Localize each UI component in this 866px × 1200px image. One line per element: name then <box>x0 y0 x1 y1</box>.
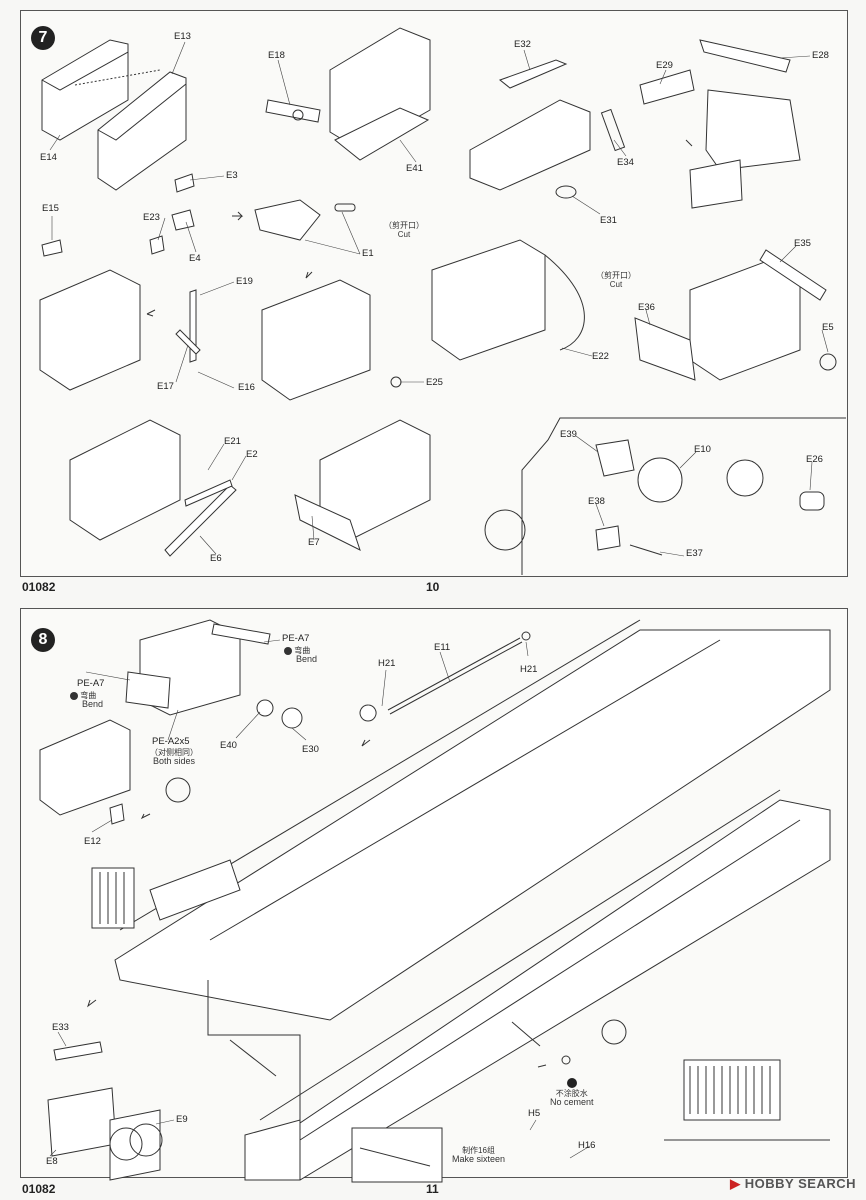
part-label: E23 <box>143 212 160 223</box>
bend-note: 弯曲 Bend <box>284 646 317 664</box>
part-label: E14 <box>40 152 57 163</box>
part-label: E35 <box>794 238 811 249</box>
both-sides-note: （对侧相同） Both sides <box>150 748 198 766</box>
part-label: E39 <box>560 429 577 440</box>
bend-note-2: 弯曲 Bend <box>70 691 103 709</box>
part-label: PE-A7 <box>77 678 105 689</box>
hobbysearch-logo-icon: ▶ <box>730 1176 741 1191</box>
part-label: PE-A7 <box>282 633 310 644</box>
bend-note-cn: 弯曲 <box>294 646 311 655</box>
make-sixteen-note: 制作16组 Make sixteen <box>452 1146 505 1164</box>
part-label: E38 <box>588 496 605 507</box>
step-8-drawings <box>39 619 831 1183</box>
part-label: E37 <box>686 548 703 559</box>
part-label: E21 <box>224 436 241 447</box>
part-label: E41 <box>406 163 423 174</box>
part-label: E18 <box>268 50 285 61</box>
instruction-page-top: 7 <box>20 10 848 594</box>
part-label: E33 <box>52 1022 69 1033</box>
part-label: PE-A2x5 <box>152 736 190 747</box>
bend-icon <box>284 646 292 655</box>
no-cement-cn: 不涂胶水 <box>555 1089 588 1098</box>
part-label: E16 <box>238 382 255 393</box>
no-cement-icon <box>566 1078 577 1088</box>
page-number: 10 <box>426 580 440 594</box>
no-cement-en: No cement <box>550 1097 594 1107</box>
part-label: E31 <box>600 215 617 226</box>
bend-note-cn: 弯曲 <box>80 691 97 700</box>
step-7-drawings <box>39 27 846 575</box>
watermark-text: HOBBY SEARCH <box>744 1176 856 1191</box>
instruction-page-bottom: 8 <box>0 600 866 1200</box>
part-label: E2 <box>246 449 258 460</box>
cut-note-en: Cut <box>397 230 411 239</box>
part-label: E28 <box>812 50 829 61</box>
part-label: E6 <box>210 553 222 564</box>
part-label: E15 <box>42 203 59 214</box>
part-label: E5 <box>822 322 834 333</box>
page-number: 11 <box>426 1182 439 1196</box>
part-label: E3 <box>226 170 238 181</box>
part-label: E34 <box>617 157 634 168</box>
part-label: H5 <box>528 1108 541 1119</box>
part-label: E36 <box>638 302 655 313</box>
part-label: E29 <box>656 60 673 71</box>
part-label: E4 <box>189 253 201 264</box>
part-label: E13 <box>174 31 191 42</box>
no-cement-note: 不涂胶水 No cement <box>550 1078 594 1107</box>
kit-number: 01082 <box>22 580 56 594</box>
step-number-badge: 8 <box>31 628 55 652</box>
part-label: E9 <box>176 1114 188 1125</box>
part-label: E30 <box>302 744 319 755</box>
part-label: E12 <box>84 836 101 847</box>
part-label: H16 <box>578 1140 596 1151</box>
make-sixteen-cn: 制作16组 <box>462 1146 495 1155</box>
part-label: H21 <box>520 664 538 675</box>
bend-note-en: Bend <box>82 699 104 709</box>
part-label: E26 <box>806 454 823 465</box>
part-label: E25 <box>426 377 443 388</box>
part-label: H21 <box>378 658 396 669</box>
part-label: E22 <box>592 351 609 362</box>
part-label: E1 <box>362 248 374 259</box>
part-label: E10 <box>694 444 711 455</box>
part-label: E40 <box>220 740 237 751</box>
part-label: E32 <box>514 39 531 50</box>
step-number-badge: 7 <box>31 26 55 50</box>
bend-icon <box>70 691 78 700</box>
both-sides-cn: （对侧相同） <box>150 748 198 757</box>
kit-number: 01082 <box>22 1182 56 1196</box>
both-sides-en: Both sides <box>152 756 196 766</box>
cut-note-cn: （剪开口） <box>596 271 636 280</box>
cut-note-cn: （剪开口） <box>384 221 424 230</box>
part-label: E17 <box>157 381 174 392</box>
cut-note-2: （剪开口） Cut <box>596 271 636 289</box>
part-label: E7 <box>308 537 320 548</box>
part-label: E8 <box>46 1156 58 1167</box>
cut-note: （剪开口） Cut <box>384 221 424 239</box>
watermark: ▶ HOBBY SEARCH <box>730 1176 856 1192</box>
part-label: E19 <box>236 276 253 287</box>
part-label: E11 <box>434 642 451 653</box>
cut-note-en: Cut <box>609 280 623 289</box>
bend-note-en: Bend <box>296 654 318 664</box>
make-sixteen-en: Make sixteen <box>452 1154 506 1164</box>
